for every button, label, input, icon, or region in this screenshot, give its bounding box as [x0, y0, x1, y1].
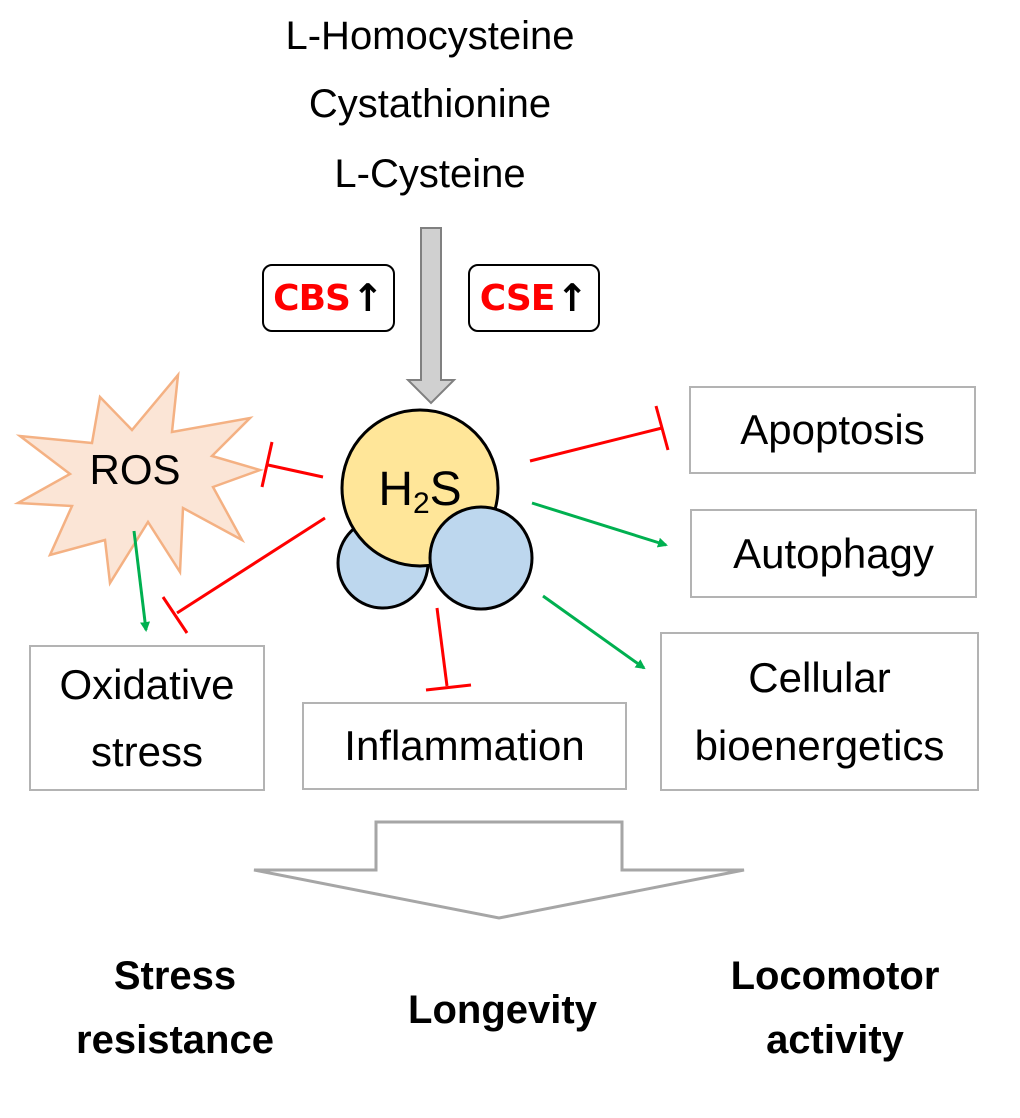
outcome-arrow	[253, 820, 745, 920]
ros-label: ROS	[89, 446, 181, 493]
cellular-label-line1: Cellular	[748, 654, 891, 702]
outcome-stress-resistance: Stress resistance	[30, 944, 320, 1072]
up-arrow-icon: ↑	[351, 276, 384, 320]
apoptosis-label: Apoptosis	[740, 406, 925, 454]
stress-label-line1: Stress	[113, 954, 237, 998]
enzyme-cbs-label: CBS	[273, 277, 351, 319]
hydrogen-atom-right	[428, 505, 534, 611]
substrate-cysteine: L-Cysteine	[334, 152, 526, 196]
inhibit-apoptosis-line	[529, 405, 670, 463]
stress-label-line2: resistance	[76, 1018, 274, 1062]
inflammation-label: Inflammation	[344, 722, 585, 770]
apoptosis-box: Apoptosis	[689, 386, 976, 474]
h2s-label-h: H	[378, 463, 413, 516]
pathway-arrow	[405, 227, 457, 405]
oxidative-stress-box: Oxidative stress	[29, 645, 265, 791]
enzyme-cbs-badge: CBS↑	[262, 264, 395, 332]
substrate-homocysteine: L-Homocysteine	[285, 14, 575, 58]
inhibit-oxidative-line	[161, 516, 326, 634]
inhibit-ros-line	[260, 441, 324, 488]
inhibit-inflammation-line	[425, 607, 472, 692]
oxidative-label-line2: stress	[90, 728, 203, 775]
h2s-label: H2S	[355, 462, 485, 521]
cellular-label-line2: bioenergetics	[694, 721, 945, 769]
cellular-bioenergetics-box: Cellular bioenergetics	[660, 632, 979, 791]
activate-ros-oxidative-line	[132, 530, 151, 632]
autophagy-box: Autophagy	[690, 509, 977, 598]
locomotor-label-line2: activity	[766, 1018, 904, 1062]
outcome-locomotor-activity: Locomotor activity	[690, 944, 980, 1072]
autophagy-label: Autophagy	[733, 529, 934, 577]
ros-starburst	[13, 371, 265, 587]
up-arrow-icon: ↑	[556, 276, 589, 320]
h2s-label-s: S	[429, 463, 462, 516]
inflammation-box: Inflammation	[302, 702, 627, 790]
h2s-label-subscript: 2	[412, 487, 430, 520]
enzyme-cse-badge: CSE↑	[468, 264, 600, 332]
outcome-longevity: Longevity	[408, 988, 597, 1032]
oxidative-label-line1: Oxidative	[59, 660, 235, 708]
activate-autophagy-line	[531, 501, 668, 548]
activate-bioenergetics-line	[542, 594, 646, 670]
locomotor-label-line1: Locomotor	[730, 954, 940, 998]
substrate-cystathionine: Cystathionine	[308, 82, 552, 126]
enzyme-cse-label: CSE	[479, 277, 556, 319]
